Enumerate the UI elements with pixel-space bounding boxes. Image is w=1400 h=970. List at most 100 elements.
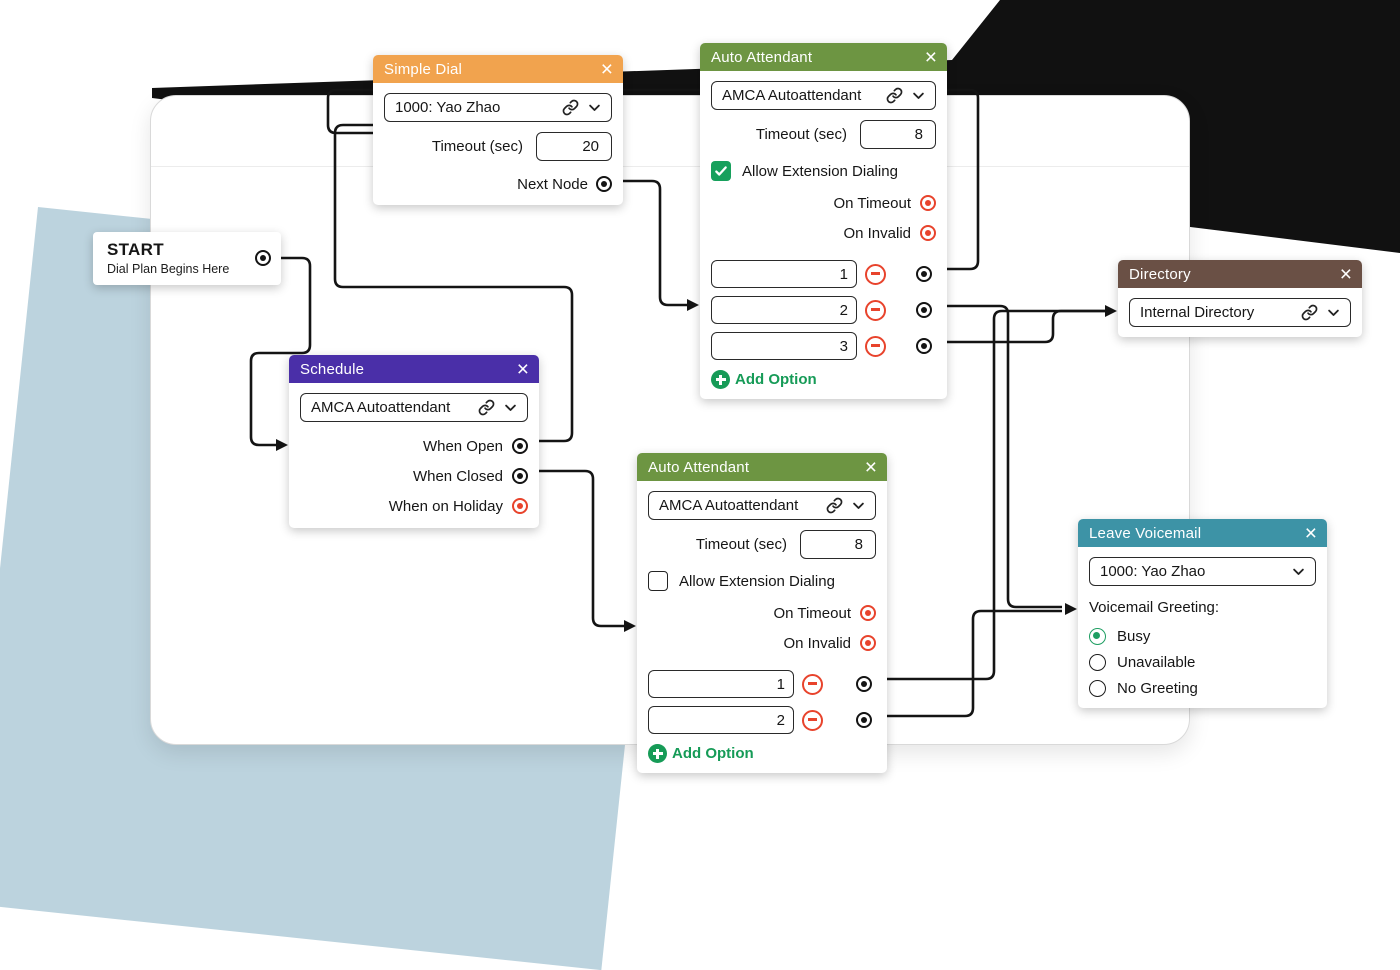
connector-aabottom-opt2-to-voicemail <box>869 609 1062 718</box>
node-title: Schedule <box>300 360 365 378</box>
node-directory[interactable]: Directory × Internal Directory <box>1118 260 1362 337</box>
when-open-output-port[interactable] <box>512 438 528 454</box>
node-title: Directory <box>1129 265 1191 283</box>
add-option-label: Add Option <box>672 745 754 762</box>
option-1-output-port[interactable] <box>856 676 872 692</box>
timeout-input[interactable] <box>536 132 612 161</box>
destination-value: AMCA Autoattendant <box>311 399 451 416</box>
connector-aatop-opt3-to-directory <box>929 309 1105 344</box>
close-icon[interactable]: × <box>600 57 613 81</box>
add-option-button[interactable]: Add Option <box>648 744 876 763</box>
when-holiday-label: When on Holiday <box>388 497 503 515</box>
when-closed-output-port[interactable] <box>512 468 528 484</box>
chevron-down-icon <box>851 498 866 513</box>
destination-dropdown[interactable]: 1000: Yao Zhao <box>384 93 612 122</box>
timeout-label: Timeout (sec) <box>755 126 847 143</box>
on-invalid-output-port[interactable] <box>860 635 876 651</box>
close-icon[interactable]: × <box>1339 262 1352 286</box>
when-closed-label: When Closed <box>412 467 503 485</box>
when-holiday-output-port[interactable] <box>512 498 528 514</box>
greeting-busy-label: Busy <box>1117 627 1151 645</box>
on-timeout-output-port[interactable] <box>920 195 936 211</box>
close-icon[interactable]: × <box>516 357 529 381</box>
node-start[interactable]: START Dial Plan Begins Here <box>93 232 281 285</box>
link-icon <box>886 87 903 104</box>
greeting-label: Voicemail Greeting: <box>1089 599 1220 616</box>
close-icon[interactable]: × <box>1304 521 1317 545</box>
node-simple-dial[interactable]: Simple Dial × 1000: Yao Zhao Timeout (se… <box>373 55 623 205</box>
destination-dropdown[interactable]: Internal Directory <box>1129 298 1351 327</box>
option-3-output-port[interactable] <box>916 338 932 354</box>
auto-attendant-header: Auto Attendant × <box>637 453 887 481</box>
connector-start-to-schedule <box>249 256 312 447</box>
link-icon <box>826 497 843 514</box>
timeout-input[interactable] <box>860 120 936 149</box>
greeting-unavailable-label: Unavailable <box>1117 653 1196 671</box>
timeout-label: Timeout (sec) <box>431 138 523 155</box>
connector-aatop-opt2-to-voicemail <box>929 304 1062 609</box>
remove-option-icon[interactable] <box>802 673 823 695</box>
option-1-output-port[interactable] <box>916 266 932 282</box>
chevron-down-icon <box>911 88 926 103</box>
option-input[interactable] <box>648 706 794 734</box>
arrowhead-schedule <box>276 439 288 451</box>
option-input[interactable] <box>711 332 857 360</box>
allow-extension-checkbox[interactable] <box>711 161 731 181</box>
remove-option-icon[interactable] <box>865 335 886 357</box>
destination-dropdown[interactable]: 1000: Yao Zhao <box>1089 557 1316 586</box>
destination-value: 1000: Yao Zhao <box>1100 563 1206 580</box>
timeout-input[interactable] <box>800 530 876 559</box>
destination-dropdown[interactable]: AMCA Autoattendant <box>648 491 876 520</box>
add-option-label: Add Option <box>735 371 817 388</box>
leave-voicemail-header: Leave Voicemail × <box>1078 519 1327 547</box>
add-option-button[interactable]: Add Option <box>711 370 936 389</box>
auto-attendant-header: Auto Attendant × <box>700 43 947 71</box>
on-invalid-output-port[interactable] <box>920 225 936 241</box>
start-subtitle: Dial Plan Begins Here <box>107 262 230 276</box>
close-icon[interactable]: × <box>864 455 877 479</box>
node-title: Auto Attendant <box>648 458 750 476</box>
remove-option-icon[interactable] <box>865 263 886 285</box>
on-timeout-output-port[interactable] <box>860 605 876 621</box>
option-input[interactable] <box>711 296 857 324</box>
on-invalid-label: On Invalid <box>783 634 851 652</box>
node-auto-attendant-top[interactable]: Auto Attendant × AMCA Autoattendant Time… <box>700 43 947 399</box>
link-icon <box>478 399 495 416</box>
destination-dropdown[interactable]: AMCA Autoattendant <box>300 393 528 422</box>
option-input[interactable] <box>648 670 794 698</box>
option-2-output-port[interactable] <box>856 712 872 728</box>
connector-layer <box>249 88 1117 718</box>
chevron-down-icon <box>1326 305 1341 320</box>
start-output-port[interactable] <box>255 250 271 266</box>
link-icon <box>1301 304 1318 321</box>
next-node-output-port[interactable] <box>596 176 612 192</box>
greeting-unavailable-radio[interactable] <box>1089 653 1106 671</box>
arrowhead-voicemail <box>1065 603 1077 615</box>
link-icon <box>562 99 579 116</box>
close-icon[interactable]: × <box>924 45 937 69</box>
node-leave-voicemail[interactable]: Leave Voicemail × 1000: Yao Zhao Voicema… <box>1078 519 1327 708</box>
remove-option-icon[interactable] <box>865 299 886 321</box>
greeting-none-radio[interactable] <box>1089 679 1106 697</box>
plus-icon <box>711 370 730 389</box>
chevron-down-icon <box>1291 564 1306 579</box>
remove-option-icon[interactable] <box>802 709 823 731</box>
node-title: Simple Dial <box>384 60 463 78</box>
when-open-label: When Open <box>422 437 503 455</box>
allow-extension-checkbox[interactable] <box>648 571 668 591</box>
start-title: START <box>107 240 164 259</box>
node-auto-attendant-bottom[interactable]: Auto Attendant × AMCA Autoattendant Time… <box>637 453 887 773</box>
on-timeout-label: On Timeout <box>833 194 911 212</box>
arrowhead-aabottom <box>624 620 636 632</box>
option-2-output-port[interactable] <box>916 302 932 318</box>
destination-dropdown[interactable]: AMCA Autoattendant <box>711 81 936 110</box>
destination-value: AMCA Autoattendant <box>659 497 799 514</box>
allow-extension-label: Allow Extension Dialing <box>742 162 898 180</box>
node-schedule[interactable]: Schedule × AMCA Autoattendant When Open … <box>289 355 539 528</box>
option-input[interactable] <box>711 260 857 288</box>
next-node-label: Next Node <box>517 175 588 193</box>
connector-aatop-opt1-to-simpledial <box>326 88 980 271</box>
plus-icon <box>648 744 667 763</box>
greeting-busy-radio[interactable] <box>1089 627 1106 645</box>
destination-value: 1000: Yao Zhao <box>395 99 501 116</box>
